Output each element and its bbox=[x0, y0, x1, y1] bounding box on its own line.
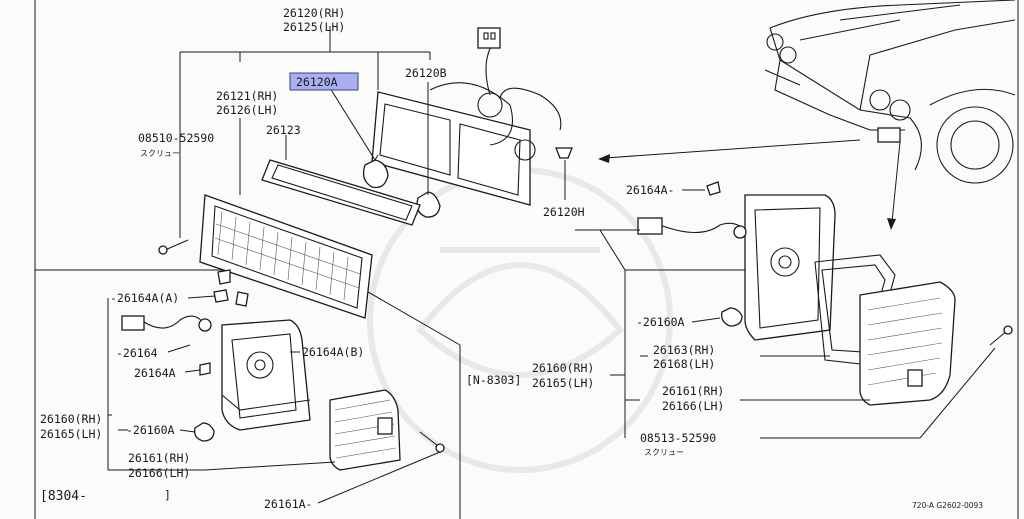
label-screw-note: スクリュー bbox=[140, 149, 180, 158]
lens bbox=[158, 194, 373, 319]
label-26163rh: 26163(RH) bbox=[653, 343, 715, 357]
label-26166lh-right: 26166(LH) bbox=[662, 399, 724, 413]
label-screw-code-right: 08513-52590 bbox=[640, 431, 716, 445]
label-26160rh-mid: 26160(RH) bbox=[532, 361, 594, 375]
label-26161rh-left: 26161(RH) bbox=[128, 451, 190, 465]
label-26165lh-mid: 26165(LH) bbox=[532, 376, 594, 390]
label-26120h: 26120H bbox=[543, 205, 585, 219]
label-date-range: [8304- bbox=[40, 489, 87, 504]
label-26160rh-left: 26160(RH) bbox=[40, 412, 102, 426]
label-26123: 26123 bbox=[266, 123, 301, 137]
label-26168lh: 26168(LH) bbox=[653, 357, 715, 371]
label-26120b: 26120B bbox=[405, 66, 447, 80]
lamp-housing-top bbox=[362, 27, 562, 218]
label-n8303: [N-8303] bbox=[466, 373, 521, 387]
side-marker-left bbox=[121, 269, 445, 471]
label-top-lh: 26125(LH) bbox=[283, 20, 345, 34]
label-26164a-b: 26164A(B) bbox=[302, 345, 364, 359]
label-26166lh-left: 26166(LH) bbox=[128, 466, 190, 480]
right-lens-pattern bbox=[867, 297, 943, 386]
label-26126lh: 26126(LH) bbox=[216, 103, 278, 117]
label-26161a: 26161A- bbox=[264, 497, 312, 511]
labels: 26120(RH) 26125(LH) 26120A 26120B 26121(… bbox=[40, 6, 983, 511]
label-26121rh: 26121(RH) bbox=[216, 89, 278, 103]
label-date-close: ] bbox=[164, 488, 171, 502]
label-highlight-26120a[interactable]: 26120A bbox=[296, 75, 338, 89]
label-26160a-left: -26160A bbox=[126, 423, 175, 437]
label-26164a-left: 26164A bbox=[134, 366, 176, 380]
car-front bbox=[764, 0, 1016, 184]
label-screw-note-right: スクリュー bbox=[644, 448, 684, 457]
leaders-right bbox=[599, 189, 996, 439]
frame bbox=[34, 0, 1019, 519]
label-screw-code: 08510-52590 bbox=[138, 131, 214, 145]
figure-code: 720-A G2602-0093 bbox=[912, 501, 983, 510]
label-26164a-right: 26164A- bbox=[626, 183, 674, 197]
leaders-top bbox=[179, 26, 566, 238]
label-26161rh-right: 26161(RH) bbox=[662, 384, 724, 398]
clip bbox=[555, 147, 573, 159]
label-top-rh: 26120(RH) bbox=[283, 6, 345, 20]
gasket bbox=[261, 159, 421, 226]
lens-pattern bbox=[214, 211, 361, 301]
arrow-to-lamp bbox=[598, 139, 901, 230]
label-26164a-a: -26164A(A) bbox=[110, 291, 179, 305]
highlight-box[interactable] bbox=[289, 72, 359, 91]
label-26160a-right: -26160A bbox=[636, 315, 685, 329]
label-26165lh-left: 26165(LH) bbox=[40, 427, 102, 441]
side-marker-right bbox=[637, 181, 1013, 406]
label-26164: -26164 bbox=[116, 346, 158, 360]
leaders-bottom-left bbox=[107, 295, 441, 504]
